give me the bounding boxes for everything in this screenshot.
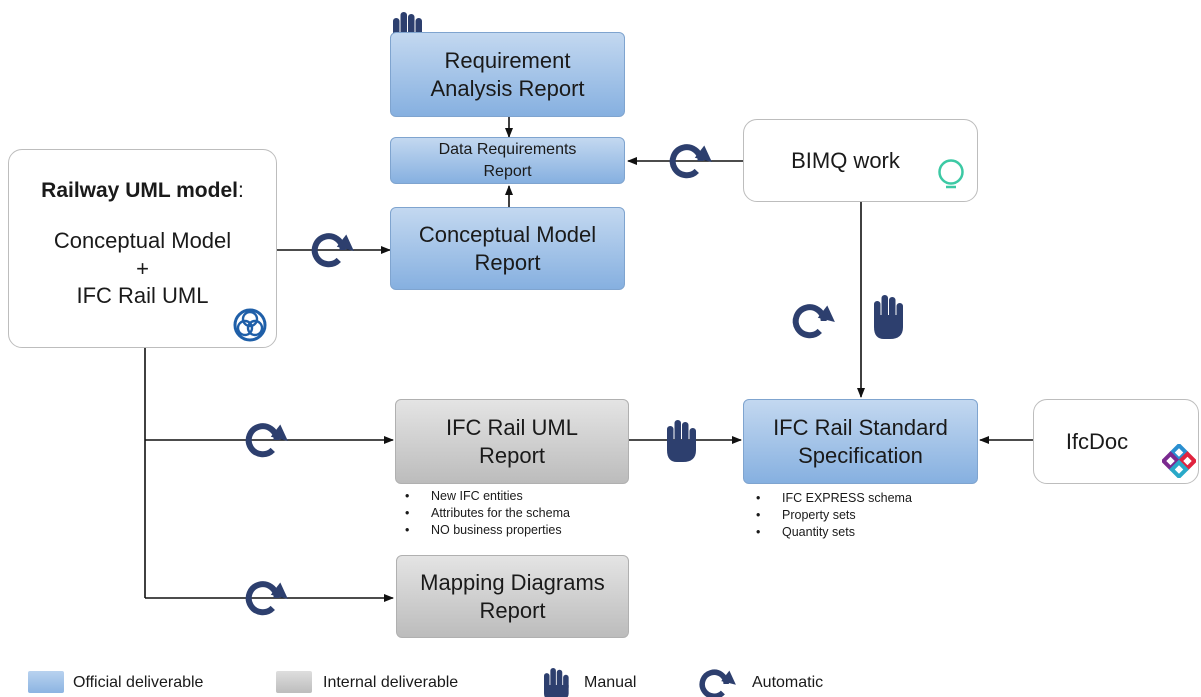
ifc-rail-standard-line1: IFC Rail Standard: [773, 415, 948, 440]
uml-tool-logo-icon: [233, 308, 267, 342]
circular-arrow-icon: [699, 669, 729, 697]
legend-internal-swatch: [276, 671, 312, 693]
list-item: New IFC entities: [405, 488, 570, 505]
list-item: Attributes for the schema: [405, 505, 570, 522]
circular-arrow-icon: [792, 304, 827, 339]
legend-internal-label: Internal deliverable: [323, 674, 459, 691]
mapping-diagrams-report-box: Mapping Diagrams Report: [396, 555, 629, 638]
circular-arrow-icon: [270, 424, 288, 441]
circular-arrow-icon: [669, 144, 704, 179]
list-item: NO business properties: [405, 522, 570, 539]
list-item: Quantity sets: [756, 524, 912, 541]
legend-official-swatch: [28, 671, 64, 693]
bimq-logo-icon: [938, 159, 964, 189]
circular-arrow-icon: [311, 233, 346, 268]
legend-official-label: Official deliverable: [73, 674, 204, 691]
hand-icon: [874, 295, 903, 339]
ifcdoc-box: IfcDoc: [1033, 399, 1199, 484]
conceptual-model-report-box: Conceptual Model Report: [390, 207, 625, 290]
circular-arrow-icon: [694, 145, 712, 162]
bimq-work-label: BIMQ work: [791, 147, 900, 173]
circular-arrow-icon: [245, 581, 280, 616]
railway-line1: Conceptual Model: [53, 228, 232, 254]
ifc-rail-uml-report-bullets: New IFC entities Attributes for the sche…: [405, 488, 570, 539]
railway-uml-model-box: Railway UML model: Conceptual Model + IF…: [8, 149, 277, 348]
ifc-rail-standard-specification-box: IFC Rail Standard Specification: [743, 399, 978, 484]
railway-uml-model-title-colon: :: [237, 179, 244, 202]
mapping-line1: Mapping Diagrams: [420, 570, 605, 595]
data-requirements-report-box: Data Requirements Report: [390, 137, 625, 184]
railway-line3: IFC Rail UML: [76, 283, 209, 309]
ifcdoc-label: IfcDoc: [1065, 428, 1129, 454]
circular-arrow-icon: [245, 423, 280, 458]
legend-manual-label: Manual: [584, 674, 637, 691]
requirement-analysis-report-box: Requirement Analysis Report: [390, 32, 625, 117]
mapping-line2: Report: [479, 597, 546, 623]
hand-icon: [544, 668, 569, 697]
requirement-analysis-line2: Analysis Report: [430, 75, 585, 101]
data-requirements-line2: Report: [483, 162, 532, 180]
circular-arrow-icon: [270, 582, 288, 599]
ifc-rail-standard-bullets: IFC EXPRESS schema Property sets Quantit…: [756, 490, 912, 541]
legend-automatic-label: Automatic: [752, 674, 824, 691]
requirement-analysis-line1: Requirement: [444, 48, 571, 73]
conceptual-model-report-line1: Conceptual Model: [418, 222, 597, 247]
list-item: Property sets: [756, 507, 912, 524]
circular-arrow-icon: [336, 234, 354, 251]
ifc-rail-standard-line2: Specification: [798, 442, 923, 468]
railway-uml-model-title: Railway UML model: [41, 179, 238, 202]
list-item: IFC EXPRESS schema: [756, 490, 912, 507]
ifc-rail-uml-report-line1: IFC Rail UML: [445, 415, 578, 440]
circular-arrow-icon: [817, 305, 835, 322]
railway-line2: +: [136, 255, 149, 281]
data-requirements-line1: Data Requirements: [438, 140, 577, 158]
ifc-rail-uml-report-box: IFC Rail UML Report: [395, 399, 629, 484]
conceptual-model-report-line2: Report: [474, 249, 541, 275]
hand-icon: [667, 420, 696, 462]
ifc-logo-icon: [1162, 444, 1196, 478]
circular-arrow-icon: [721, 670, 736, 685]
bimq-work-box: BIMQ work: [743, 119, 978, 202]
automatic-icons: [245, 144, 835, 697]
ifc-rail-uml-report-line2: Report: [478, 442, 546, 468]
